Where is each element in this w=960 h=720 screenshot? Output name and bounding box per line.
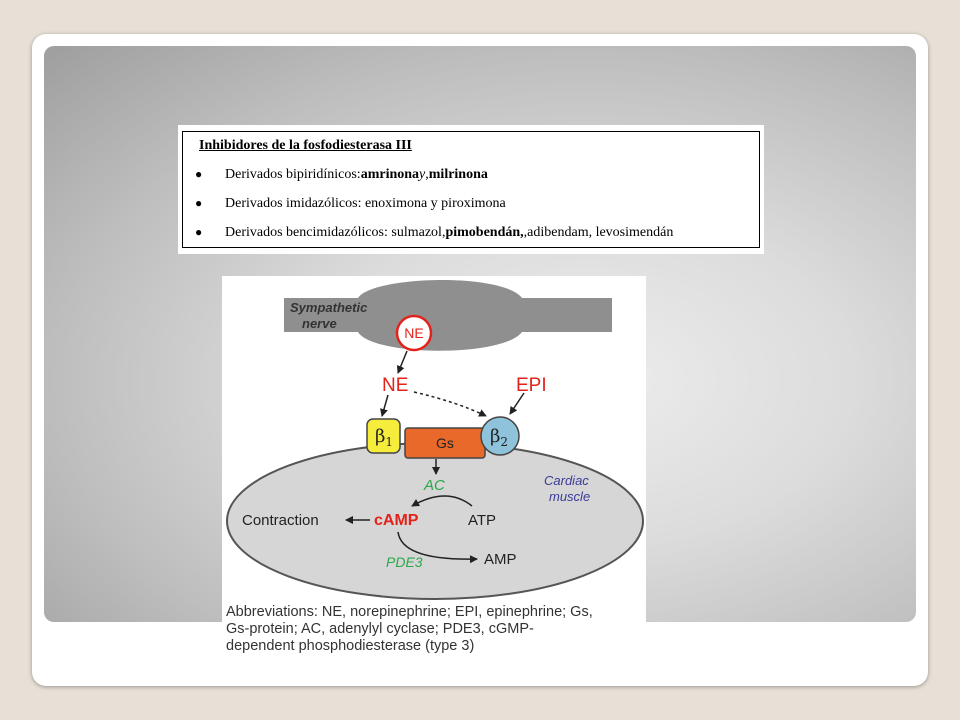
table-row: ● Derivados bencimidazólicos: sulmazol, …: [195, 218, 749, 247]
release-arrow: [396, 350, 408, 374]
beta2-receptor: [480, 416, 520, 456]
abbrev-line: Gs-protein; AC, adenylyl cyclase; PDE3, …: [226, 621, 534, 637]
atp-camp-arrow: [411, 495, 473, 507]
beta1-receptor: [366, 418, 401, 454]
row-text: Derivados bencimidazólicos: sulmazol,: [225, 224, 446, 240]
cardiac-label-1: Cardiac: [544, 473, 589, 488]
drug-name: pimobendán,: [445, 224, 524, 240]
row-separator: ,: [523, 224, 528, 240]
contraction-label: Contraction: [242, 512, 319, 529]
table-row: ● Derivados imidazólicos: enoximona y pi…: [195, 189, 749, 218]
row-conjunction: y: [419, 166, 426, 182]
row-text: Derivados bipiridínicos:: [225, 166, 361, 182]
row-text-suffix: adibendam, levosimendán: [527, 224, 674, 240]
epi-label: EPI: [516, 375, 547, 396]
camp-label: cAMP: [374, 512, 419, 529]
ac-label: AC: [423, 477, 445, 494]
table-title: Inhibidores de la fosfodiesterasa III: [199, 138, 412, 153]
camp-amp-arrow: [397, 531, 478, 564]
camp-pathway-diagram: Sympathetic nerve NE NE EPI β1 Gs β2 AC …: [222, 276, 646, 660]
beta1-label: β1: [375, 426, 393, 449]
bullet-icon: ●: [195, 225, 203, 239]
gs-label: Gs: [436, 435, 454, 451]
ne-label: NE: [382, 375, 408, 396]
table-row: ● Derivados bipiridínicos: amrinona y, m…: [195, 160, 749, 189]
nerve-label-1: Sympathetic: [290, 300, 368, 315]
pathway-svg: Sympathetic nerve NE NE EPI β1 Gs β2 AC …: [226, 279, 644, 600]
beta2-label: β2: [490, 426, 508, 449]
ne-vesicle-label: NE: [404, 325, 423, 341]
abbrev-line: Abbreviations: NE, norepinephrine; EPI, …: [226, 604, 593, 620]
inhibitors-table-border: Inhibidores de la fosfodiesterasa III ● …: [182, 131, 760, 248]
abbreviations-caption: Abbreviations: NE, norepinephrine; EPI, …: [226, 604, 646, 655]
row-separator: ,: [425, 166, 429, 182]
inhibitors-table: Inhibidores de la fosfodiesterasa III ● …: [178, 125, 764, 254]
ne-vesicle: [395, 314, 433, 352]
ne-beta2-dashed-arrow: [413, 391, 487, 417]
abbrev-line: dependent phosphodiesterase (type 3): [226, 638, 475, 654]
drug-name: milrinona: [428, 166, 488, 182]
epi-beta2-arrow: [509, 392, 525, 415]
sympathetic-nerve-shape: [284, 279, 612, 351]
bullet-icon: ●: [195, 196, 203, 210]
drug-name: amrinona: [360, 166, 420, 182]
nerve-label-2: nerve: [302, 316, 337, 331]
pde3-label: PDE3: [386, 554, 423, 570]
atp-label: ATP: [468, 512, 496, 529]
bullet-icon: ●: [195, 167, 203, 181]
cardiac-label-2: muscle: [549, 489, 590, 504]
row-text: Derivados imidazólicos: enoximona y piro…: [225, 195, 506, 211]
ne-beta1-arrow: [380, 394, 389, 417]
amp-label: AMP: [484, 551, 517, 568]
